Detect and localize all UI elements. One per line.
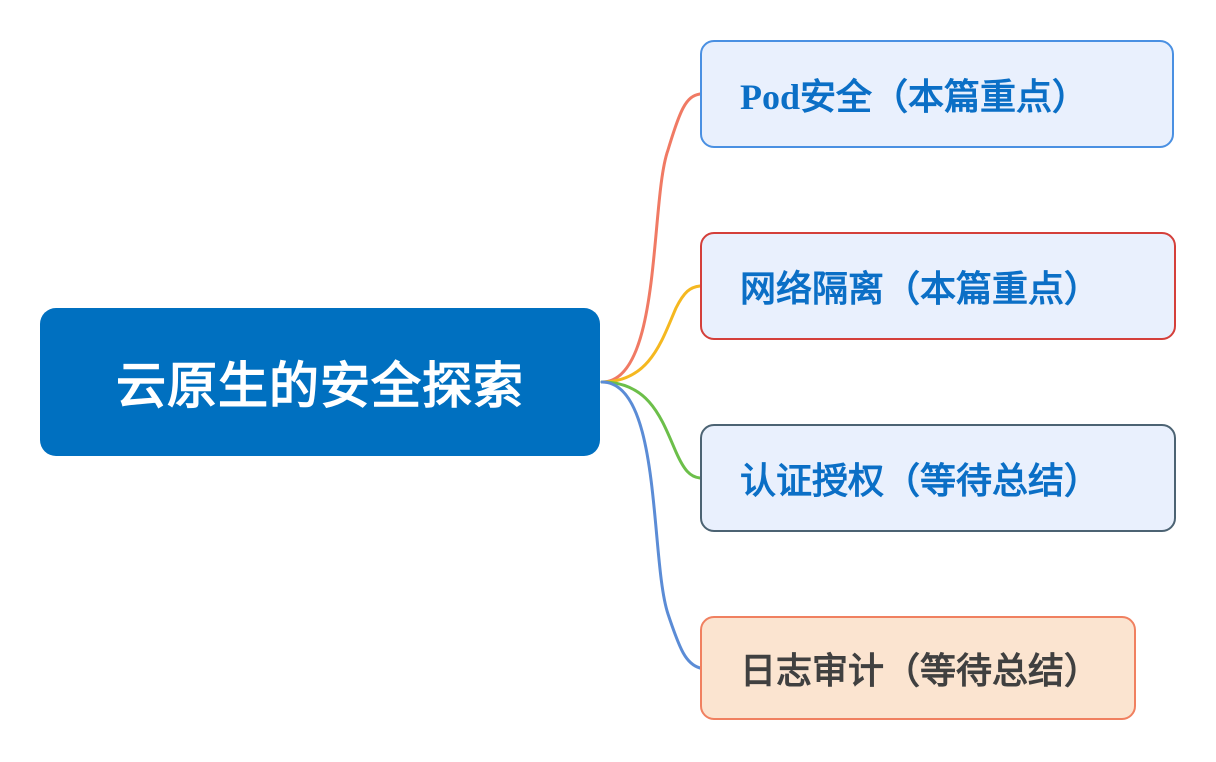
- topic-text: 安全（本篇重点）: [800, 77, 1089, 118]
- root-node[interactable]: 云原生的安全探索: [40, 308, 600, 456]
- topic-node-pod-security[interactable]: Pod安全（本篇重点）: [700, 40, 1174, 148]
- topic-prefix: Pod: [740, 77, 801, 117]
- connector-log-audit: [600, 380, 702, 670]
- topic-node-network-isolation[interactable]: 网络隔离（本篇重点）: [700, 232, 1176, 340]
- topic-node-label: Pod安全（本篇重点）: [740, 68, 1088, 120]
- topic-node-label: 网络隔离（本篇重点）: [740, 269, 1101, 310]
- topic-node-label: 认证授权（等待总结）: [740, 461, 1101, 502]
- topic-node-label: 日志审计（等待总结）: [740, 651, 1101, 692]
- connector-authn-authz: [600, 380, 702, 480]
- root-node-label: 云原生的安全探索: [116, 357, 524, 415]
- connector-pod-security: [600, 92, 702, 384]
- topic-node-log-audit[interactable]: 日志审计（等待总结）: [700, 616, 1136, 720]
- connector-network-isolation: [600, 284, 702, 384]
- topic-node-authn-authz[interactable]: 认证授权（等待总结）: [700, 424, 1176, 532]
